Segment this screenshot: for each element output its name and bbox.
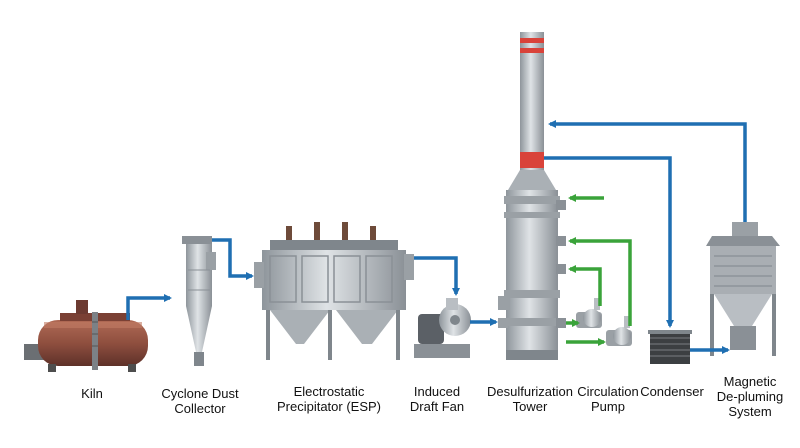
pump-label-line-2: Pump (591, 399, 625, 414)
tower-label-line-2: Tower (512, 399, 548, 414)
magnetic-label-line-3: System (728, 404, 772, 419)
fan-label-line-1: Induced (413, 384, 461, 399)
cyclone-dust-collector (182, 236, 216, 366)
esp-to-fan-line (414, 256, 460, 296)
cyclone-to-esp-line (212, 238, 254, 280)
esp-label-line-2: Precipitator (ESP) (276, 399, 382, 414)
kiln-label: Kiln (62, 386, 122, 401)
tower-label-line-1: Desulfurization (487, 384, 573, 399)
circulation-pump (576, 298, 632, 346)
cyclone-label: Cyclone Dust Collector (150, 386, 250, 416)
magnetic-de-pluming-system (706, 222, 780, 356)
pump-return-upper-line (568, 237, 632, 326)
induced-draft-fan (414, 298, 471, 358)
tower-label: Desulfurization Tower (478, 384, 582, 414)
magnetic-label: Magnetic De-pluming System (706, 374, 794, 419)
fan-label-line-2: Draft Fan (409, 399, 465, 414)
kiln-to-cyclone-line (126, 294, 172, 320)
condenser-label: Condenser (634, 384, 710, 399)
magnetic-label-line-1: Magnetic (723, 374, 777, 389)
pump-label-line-1: Circulation (577, 384, 639, 399)
magnetic-to-stack-line (548, 120, 747, 222)
cyclone-label-line-2: Collector (174, 401, 226, 416)
electrostatic-precipitator (254, 222, 414, 360)
pump-return-lower-line (568, 265, 602, 306)
tower-to-condenser-line (544, 156, 674, 328)
desulfurization-tower (498, 32, 566, 360)
condenser-label-line-1: Condenser (640, 384, 704, 399)
slurry-flow-lines (566, 194, 632, 346)
flue-gas-flow-lines (126, 120, 747, 354)
cyclone-label-line-1: Cyclone Dust (161, 386, 239, 401)
kiln-label-line-1: Kiln (81, 386, 103, 401)
magnetic-label-line-2: De-pluming (716, 389, 784, 404)
fan-label: Induced Draft Fan (402, 384, 472, 414)
condenser-unit (648, 330, 692, 364)
esp-label-line-1: Electrostatic (293, 384, 365, 399)
pump-label: Circulation Pump (570, 384, 646, 414)
kiln-equipment (24, 300, 148, 372)
esp-label: Electrostatic Precipitator (ESP) (266, 384, 392, 414)
